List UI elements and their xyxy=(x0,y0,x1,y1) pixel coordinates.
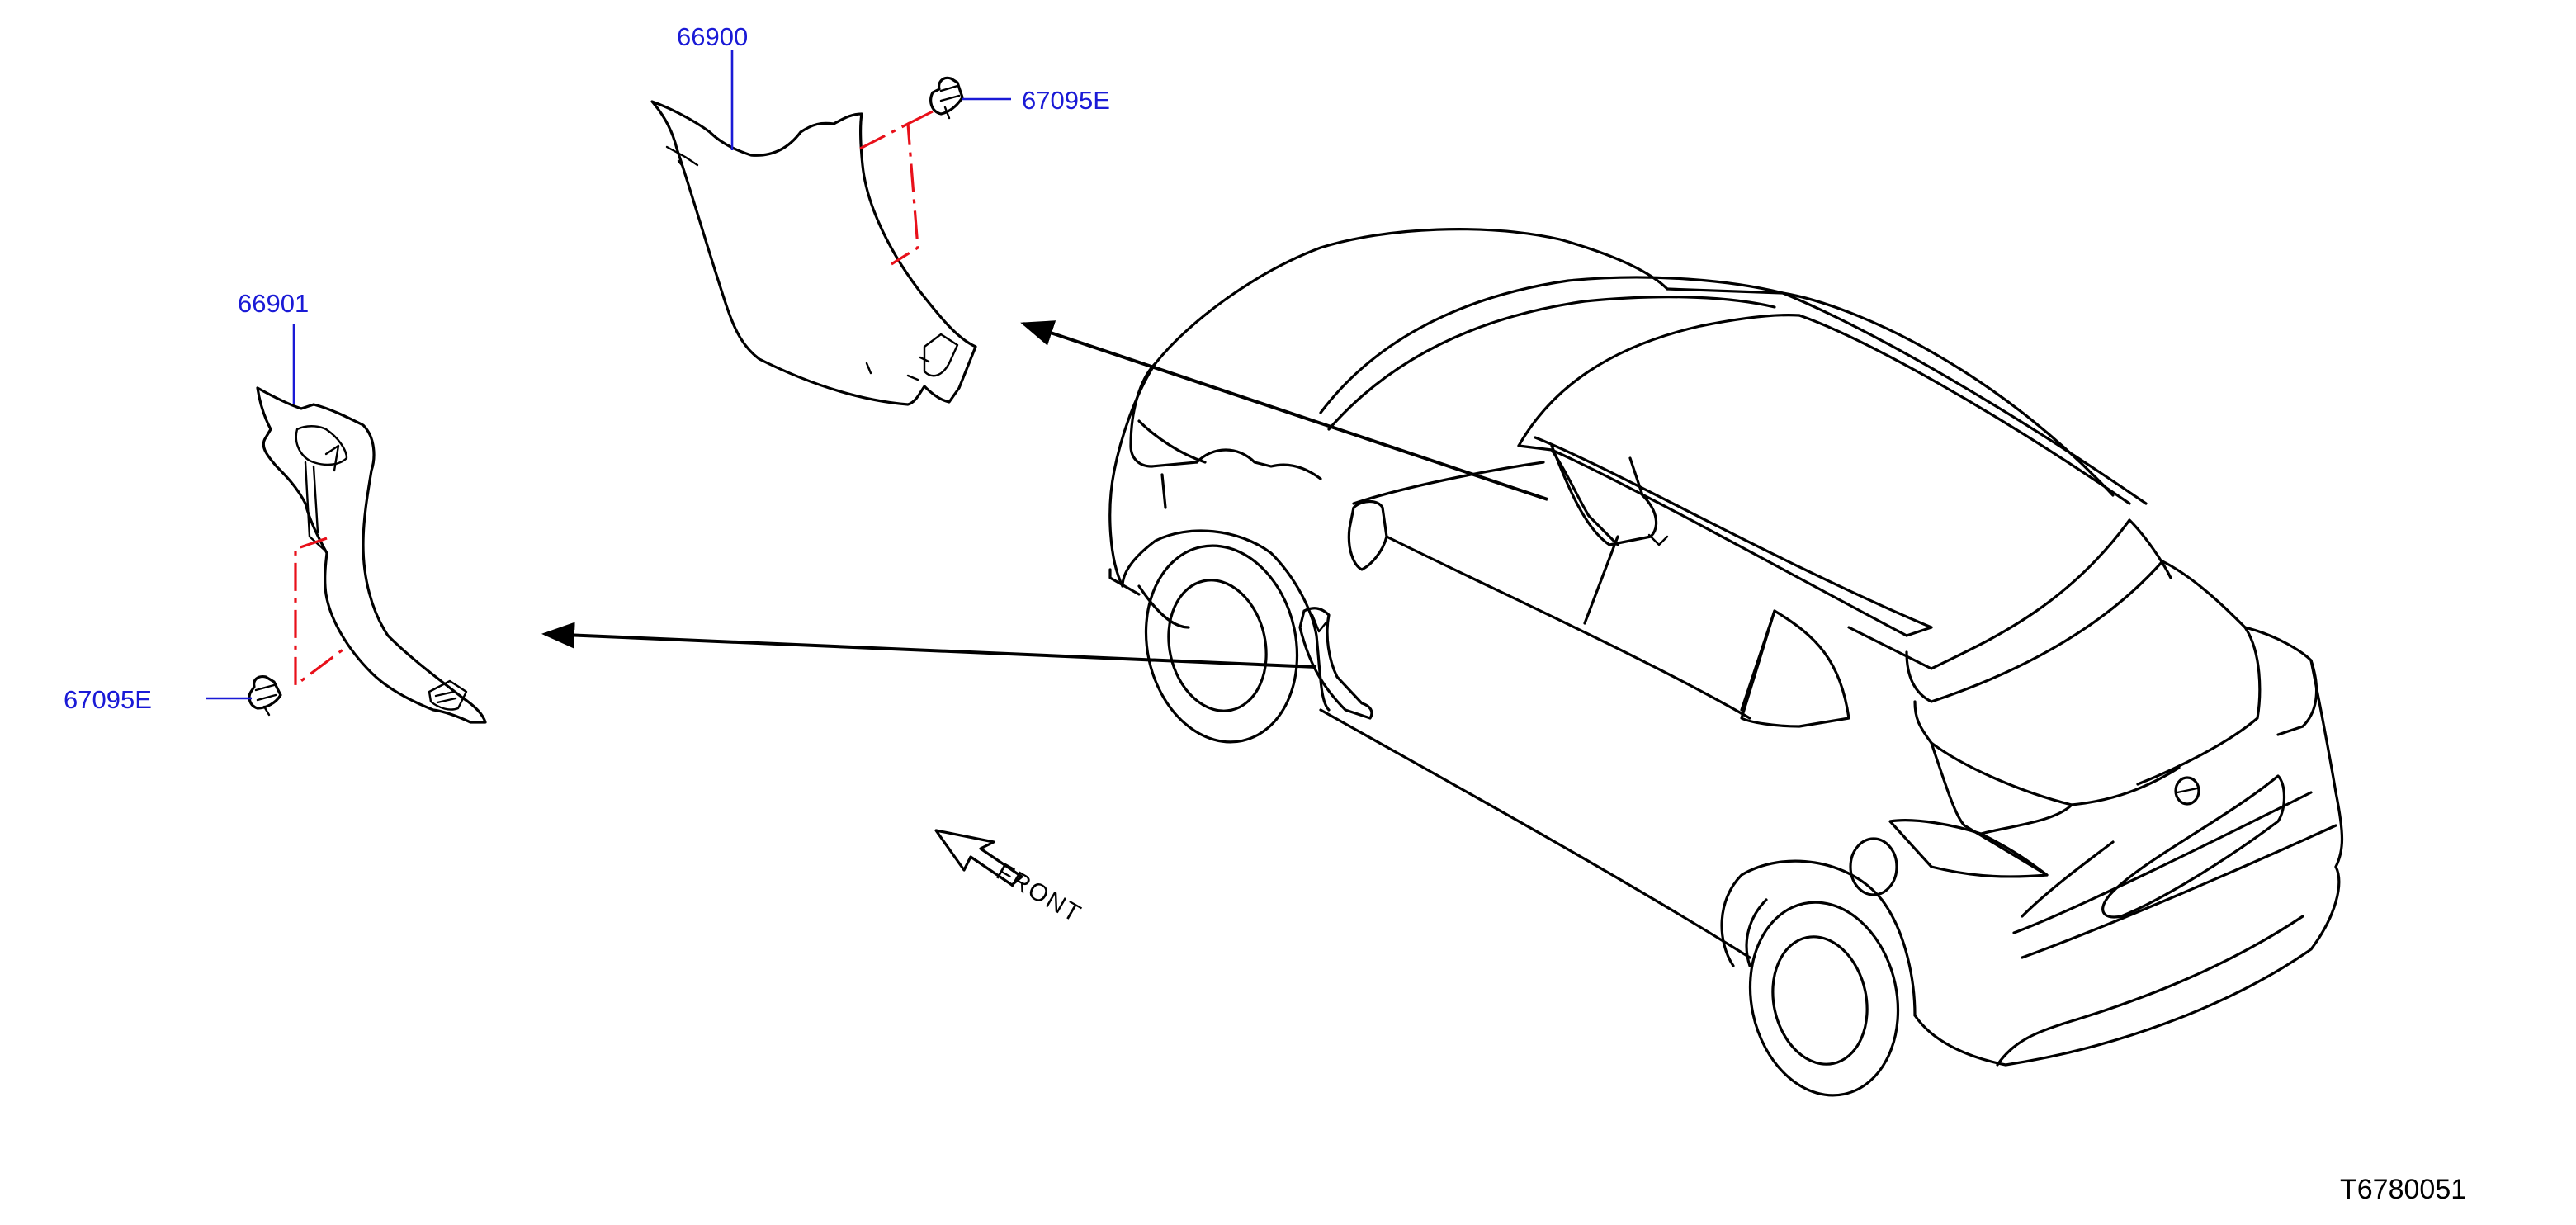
lower-clip-part-number[interactable]: 67095E xyxy=(64,685,152,714)
drawing-reference: T6780051 xyxy=(2340,1174,2466,1205)
front-direction-indicator: FRONT xyxy=(934,829,1087,929)
upper-part-arrow xyxy=(1020,320,1548,501)
upper-clip-67095e[interactable] xyxy=(929,76,964,120)
vehicle-outline xyxy=(1108,228,2344,1097)
lower-clip-67095e[interactable] xyxy=(248,675,282,717)
upper-clip-part-number[interactable]: 67095E xyxy=(1022,86,1110,115)
lower-part-arrow xyxy=(541,622,1317,669)
lower-fastening-chain xyxy=(294,537,346,688)
upper-clip-chain xyxy=(907,110,934,125)
upper-fastening-chain xyxy=(859,121,919,266)
upper-pillar-trim-66900[interactable] xyxy=(650,100,977,406)
front-label: FRONT xyxy=(992,858,1087,928)
upper-trim-part-number[interactable]: 66900 xyxy=(677,22,748,51)
lower-trim-part-number[interactable]: 66901 xyxy=(238,289,309,318)
lower-pillar-trim-66901[interactable] xyxy=(256,386,487,724)
